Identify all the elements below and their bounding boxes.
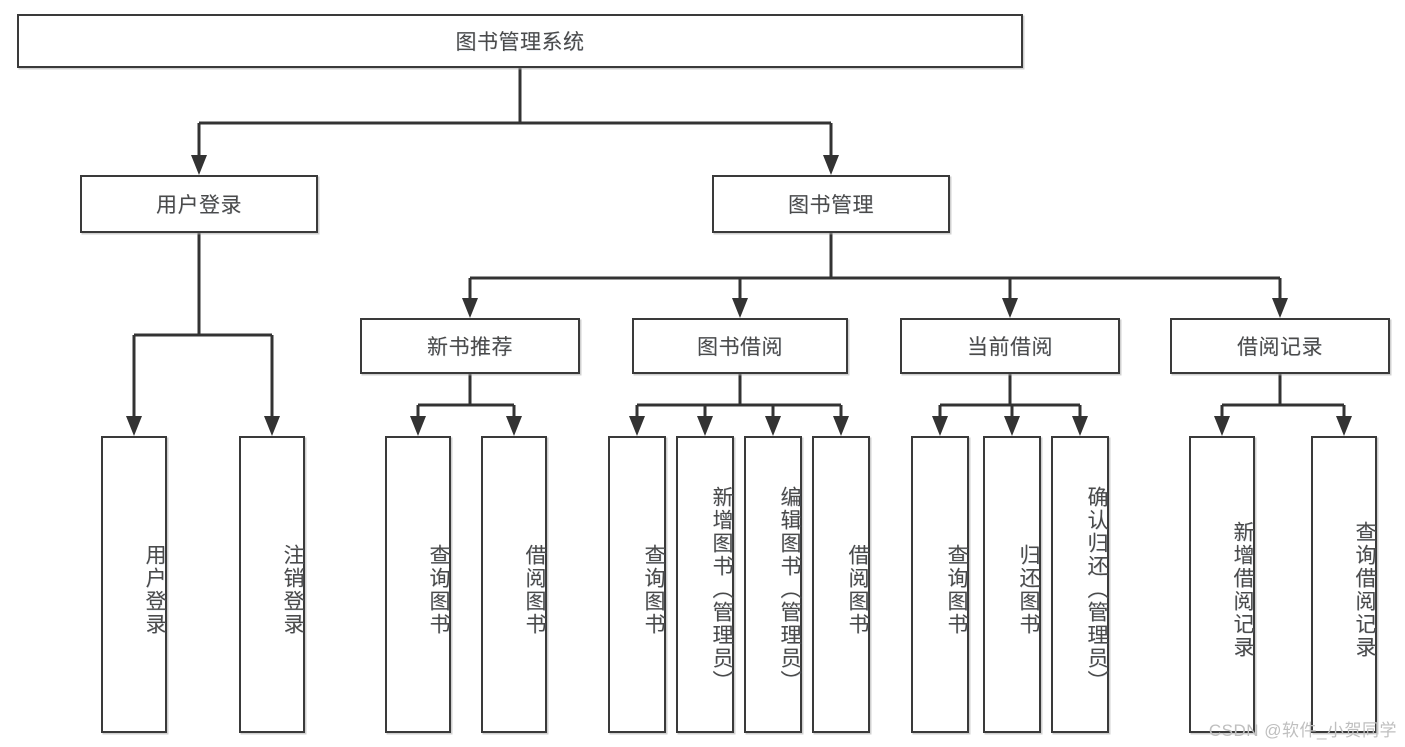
- node-label-user-login: 用户登录: [156, 194, 242, 217]
- node-leaf-query-book-1[interactable]: 查询图书: [385, 436, 451, 733]
- node-user-login[interactable]: 用户登录: [80, 175, 318, 233]
- node-label-leaf-return-book: 归还图书: [1017, 543, 1040, 636]
- node-current-borrow[interactable]: 当前借阅: [900, 318, 1120, 374]
- node-leaf-edit-book[interactable]: 编辑图书（管理员）: [744, 436, 802, 733]
- node-label-leaf-confirm-ret: 确认归还（管理员）: [1085, 486, 1108, 693]
- node-leaf-user-logout[interactable]: 注销登录: [239, 436, 305, 733]
- node-leaf-query-record[interactable]: 查询借阅记录: [1311, 436, 1377, 733]
- node-label-leaf-add-book: 新增图书（管理员）: [710, 486, 733, 693]
- node-label-leaf-borrow-book-1: 借阅图书: [523, 543, 546, 636]
- node-book-borrow[interactable]: 图书借阅: [632, 318, 848, 374]
- node-leaf-confirm-ret[interactable]: 确认归还（管理员）: [1051, 436, 1109, 733]
- node-label-book-borrow: 图书借阅: [697, 336, 783, 359]
- node-label-leaf-borrow-book-2: 借阅图书: [846, 543, 869, 636]
- node-label-leaf-query-record: 查询借阅记录: [1353, 520, 1376, 659]
- node-label-borrow-record: 借阅记录: [1237, 336, 1323, 359]
- node-label-leaf-user-login: 用户登录: [143, 543, 166, 636]
- node-label-book-manage: 图书管理: [788, 194, 874, 217]
- node-leaf-add-book[interactable]: 新增图书（管理员）: [676, 436, 734, 733]
- watermark: CSDN @软件_小贺同学: [1208, 721, 1397, 740]
- node-label-root: 图书管理系统: [455, 31, 585, 54]
- node-root[interactable]: 图书管理系统: [17, 14, 1023, 68]
- node-label-leaf-user-logout: 注销登录: [281, 543, 304, 636]
- node-new-book-rec[interactable]: 新书推荐: [360, 318, 580, 374]
- node-leaf-user-login[interactable]: 用户登录: [101, 436, 167, 733]
- node-label-current-borrow: 当前借阅: [967, 336, 1053, 359]
- node-leaf-borrow-book-2[interactable]: 借阅图书: [812, 436, 870, 733]
- node-leaf-add-record[interactable]: 新增借阅记录: [1189, 436, 1255, 733]
- node-label-leaf-edit-book: 编辑图书（管理员）: [778, 486, 801, 693]
- node-leaf-query-book-3[interactable]: 查询图书: [911, 436, 969, 733]
- node-borrow-record[interactable]: 借阅记录: [1170, 318, 1390, 374]
- node-label-leaf-query-book-2: 查询图书: [642, 543, 665, 636]
- node-label-leaf-query-book-1: 查询图书: [427, 543, 450, 636]
- node-label-new-book-rec: 新书推荐: [427, 336, 513, 359]
- node-label-leaf-add-record: 新增借阅记录: [1231, 520, 1254, 659]
- node-leaf-borrow-book-1[interactable]: 借阅图书: [481, 436, 547, 733]
- node-book-manage[interactable]: 图书管理: [712, 175, 950, 233]
- node-leaf-return-book[interactable]: 归还图书: [983, 436, 1041, 733]
- node-leaf-query-book-2[interactable]: 查询图书: [608, 436, 666, 733]
- node-label-leaf-query-book-3: 查询图书: [945, 543, 968, 636]
